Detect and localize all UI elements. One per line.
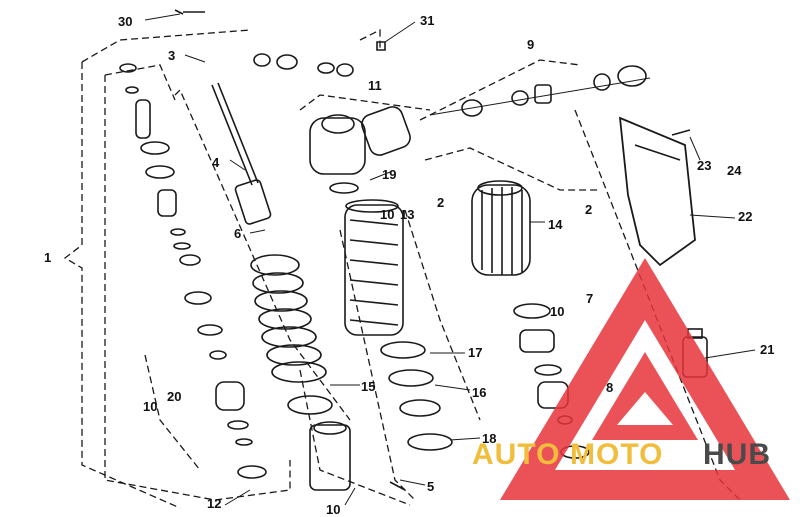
callout-10c: 10	[143, 399, 158, 414]
watermark-moto: MOTO	[570, 438, 664, 471]
callout-13: 13	[400, 207, 415, 222]
callout-8: 8	[606, 380, 614, 395]
callout-3: 3	[168, 48, 176, 63]
small-parts	[119, 9, 691, 491]
callout-23: 23	[697, 158, 712, 173]
watermark-auto: AUTO	[472, 438, 561, 471]
callout-1: 1	[44, 250, 52, 265]
callout-21: 21	[760, 342, 775, 357]
callout-22: 22	[738, 209, 753, 224]
callout-20: 20	[167, 389, 182, 404]
callout-11: 11	[368, 78, 382, 93]
callout-19: 19	[382, 167, 397, 182]
lower-clevis	[309, 421, 351, 491]
callout-15: 15	[361, 379, 376, 394]
callout-30: 30	[118, 14, 133, 29]
callout-2: 2	[437, 195, 445, 210]
callout-4: 4	[212, 155, 220, 170]
callout-31: 31	[420, 13, 435, 28]
reservoir-body	[344, 199, 404, 336]
callout-10b: 10	[550, 304, 565, 319]
callout-18: 18	[482, 431, 497, 446]
mud-guard	[618, 116, 696, 267]
callout-6: 6	[234, 226, 242, 241]
callout-12: 12	[207, 496, 222, 511]
watermark-hub: HUB	[703, 438, 771, 471]
group-bracket-lines	[63, 28, 741, 509]
damper-rod	[211, 82, 272, 225]
callout-2b: 2	[585, 202, 593, 217]
watermark-triangle	[500, 258, 790, 500]
reservoir-bellow	[471, 180, 531, 276]
shock-head-eye	[309, 106, 411, 175]
callout-10: 10	[380, 207, 395, 222]
main-spring	[250, 254, 327, 383]
callout-7: 7	[586, 291, 594, 306]
leader-lines	[144, 13, 756, 506]
callout-10d: 10	[326, 502, 341, 517]
callout-24: 24	[727, 163, 742, 178]
callout-17: 17	[468, 345, 483, 360]
callout-5: 5	[427, 479, 435, 494]
callout-9: 9	[527, 37, 535, 52]
callout-14: 14	[548, 217, 563, 232]
callout-16: 16	[472, 385, 487, 400]
